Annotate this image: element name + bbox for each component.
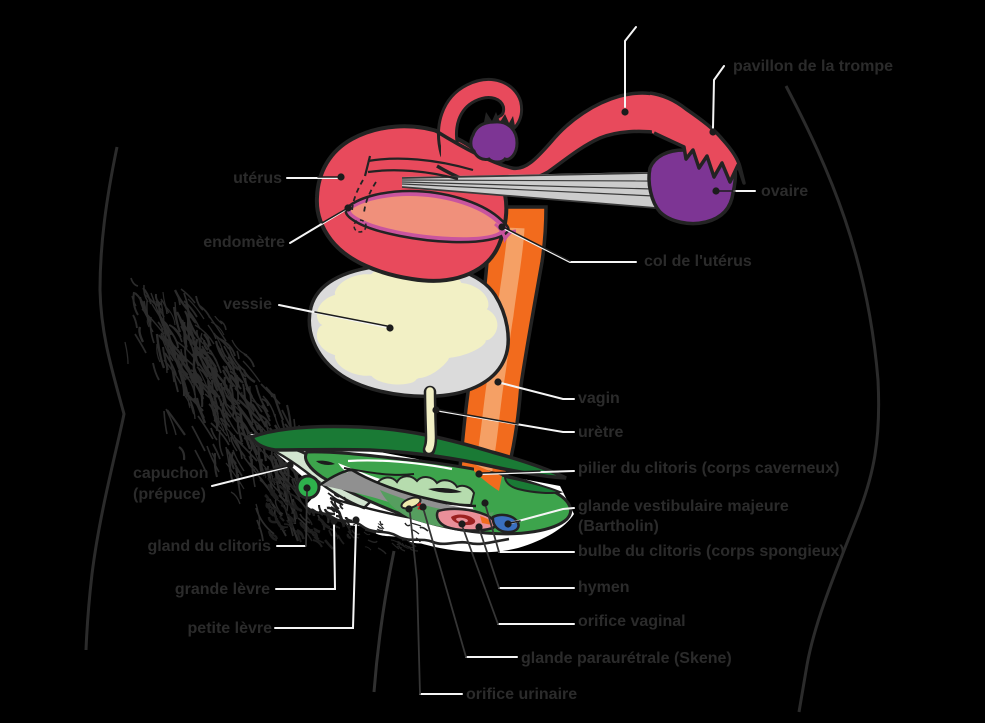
svg-text:capuchon: capuchon (133, 465, 209, 482)
svg-text:col de l'utérus: col de l'utérus (644, 253, 752, 270)
svg-text:urètre: urètre (578, 424, 623, 441)
svg-text:hymen: hymen (578, 579, 630, 596)
svg-text:utérus: utérus (233, 170, 282, 187)
svg-text:orifice urinaire: orifice urinaire (466, 686, 577, 703)
svg-text:gland du clitoris: gland du clitoris (147, 538, 271, 555)
svg-text:glande vestibulaire majeure: glande vestibulaire majeure (578, 498, 789, 515)
svg-text:orifice vaginal: orifice vaginal (578, 613, 686, 630)
svg-text:pavillon de la trompe: pavillon de la trompe (733, 58, 893, 75)
svg-text:grande lèvre: grande lèvre (175, 581, 270, 598)
svg-text:pilier du clitoris (corps cave: pilier du clitoris (corps caverneux) (578, 460, 839, 477)
svg-text:glande paraurétrale (Skene): glande paraurétrale (Skene) (521, 650, 732, 667)
svg-text:(prépuce): (prépuce) (133, 486, 206, 503)
svg-text:vagin: vagin (578, 390, 620, 407)
svg-text:endomètre: endomètre (203, 234, 285, 251)
svg-text:(Bartholin): (Bartholin) (578, 518, 659, 535)
svg-text:ovaire: ovaire (761, 183, 808, 200)
svg-text:vessie: vessie (223, 296, 272, 313)
svg-text:bulbe du clitoris (corps spong: bulbe du clitoris (corps spongieux) (578, 543, 845, 560)
svg-text:petite lèvre: petite lèvre (188, 620, 273, 637)
